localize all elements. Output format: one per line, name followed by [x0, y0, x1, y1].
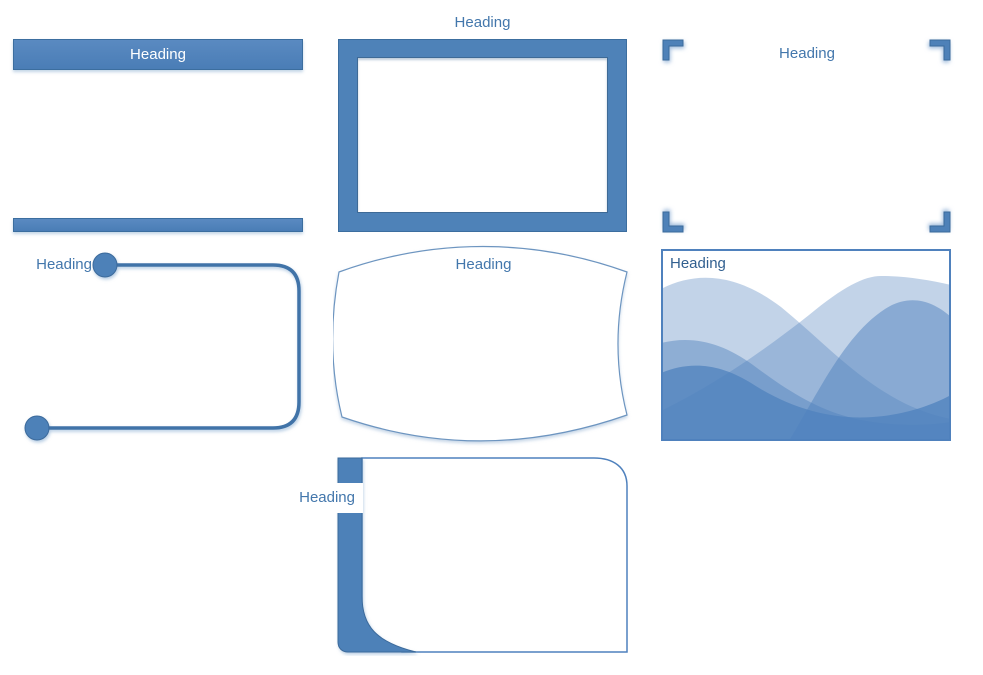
side-tab-box-outline: [361, 457, 628, 653]
plaque-heading[interactable]: Heading: [455, 256, 512, 273]
side-tab-heading[interactable]: Heading: [281, 483, 363, 513]
corner-bracket-top-right-icon[interactable]: [929, 39, 951, 61]
thick-frame-inner-area: [357, 57, 608, 213]
banner-style-footer-rule[interactable]: [13, 218, 303, 232]
pinned-route-heading[interactable]: Heading: [36, 256, 92, 273]
side-tab-shape[interactable]: [336, 456, 636, 656]
wave-layers: [662, 276, 950, 440]
corner-bracket-top-left-icon[interactable]: [662, 39, 684, 61]
thick-frame-heading[interactable]: Heading: [454, 14, 511, 31]
corner-bracket-bottom-right-icon[interactable]: [929, 211, 951, 233]
plaque-shape[interactable]: [333, 238, 633, 450]
corner-brackets-heading[interactable]: Heading: [779, 45, 835, 62]
waves-panel-shape[interactable]: [661, 249, 951, 441]
waves-heading[interactable]: Heading: [670, 255, 726, 272]
banner-style-heading-bar[interactable]: Heading: [13, 39, 303, 70]
corner-bracket-bottom-left-icon[interactable]: [662, 211, 684, 233]
pinned-route-shape[interactable]: [8, 243, 328, 448]
route-end-pin: [24, 415, 50, 441]
route-start-pin: [92, 252, 118, 278]
route-connector-line: [37, 263, 301, 430]
plaque-outline: [333, 245, 628, 442]
thick-frame-shape[interactable]: [338, 39, 627, 232]
waves-panel-border: [661, 249, 951, 441]
